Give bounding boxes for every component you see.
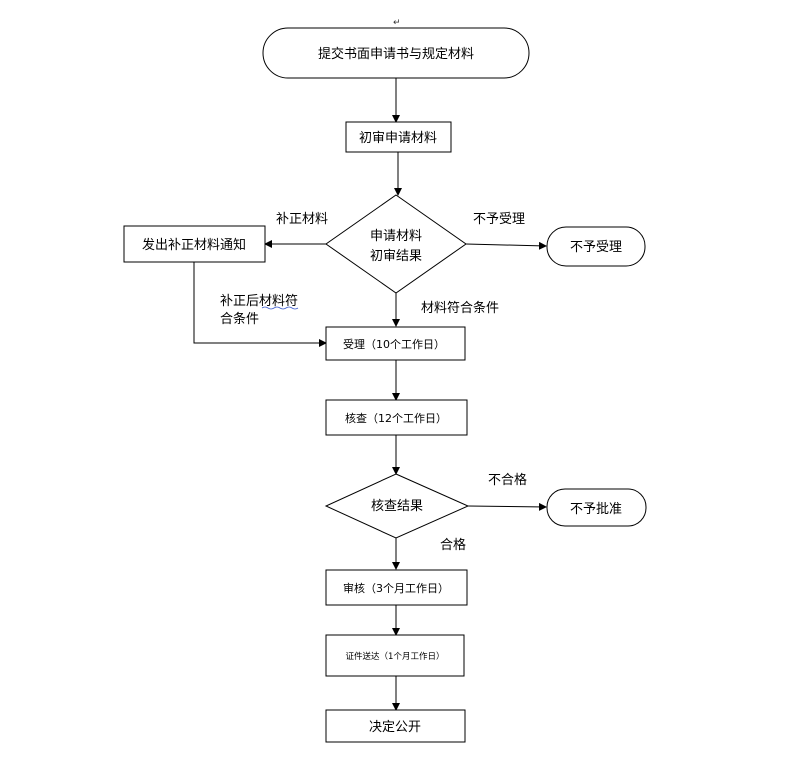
audit-label: 审核（3个月工作日） — [343, 581, 449, 595]
label-after-supplement-line2: 合条件 — [220, 311, 259, 327]
initial-review-node: 初审申请材料 — [345, 121, 452, 153]
initial-review-label: 初审申请材料 — [359, 131, 437, 146]
label-pass: 合格 — [440, 537, 466, 553]
reject-approve-node: 不予批准 — [546, 488, 647, 527]
reject-approve-label: 不予批准 — [570, 502, 622, 517]
arrow-decision2-to-reject — [467, 502, 547, 511]
decision1-label-line1: 申请材料 — [370, 229, 422, 244]
arrow-decision1-to-reject — [465, 241, 547, 250]
decision1-label-line2: 初审结果 — [370, 249, 422, 264]
start-node: 提交书面申请书与规定材料 — [262, 27, 530, 79]
decision2-label: 核查结果 — [371, 499, 423, 514]
publish-label: 决定公开 — [369, 720, 421, 735]
start-node-label: 提交书面申请书与规定材料 — [318, 46, 474, 62]
verify-label: 核查（12个工作日） — [345, 411, 447, 425]
supplement-notice-node: 发出补正材料通知 — [123, 225, 266, 263]
arrow-supplement-to-accept — [193, 262, 327, 347]
label-supplement: 补正材料 — [276, 212, 328, 227]
delivery-label: 证件送达（1个月工作日） — [346, 651, 445, 662]
supplement-notice-label: 发出补正材料通知 — [142, 237, 246, 253]
label-not-accept: 不予受理 — [473, 212, 525, 227]
decision1-node: 申请材料 初审结果 — [325, 194, 467, 294]
reject-accept-node: 不予受理 — [546, 226, 646, 267]
audit-node: 审核（3个月工作日） — [325, 569, 468, 606]
label-meets-conditions: 材料符合条件 — [421, 300, 499, 316]
paragraph-mark-icon: ↵ — [393, 18, 401, 28]
accept-label: 受理（10个工作日） — [343, 338, 445, 351]
verify-node: 核查（12个工作日） — [325, 399, 468, 436]
label-fail: 不合格 — [488, 472, 527, 488]
publish-node: 决定公开 — [325, 709, 466, 743]
spellcheck-underline — [261, 306, 299, 310]
label-after-supplement-line1: 补正后材料符 — [220, 293, 298, 309]
accept-node: 受理（10个工作日） — [325, 326, 466, 361]
delivery-node: 证件送达（1个月工作日） — [325, 634, 465, 677]
reject-accept-label: 不予受理 — [570, 240, 622, 255]
decision2-node: 核查结果 — [324, 473, 470, 539]
